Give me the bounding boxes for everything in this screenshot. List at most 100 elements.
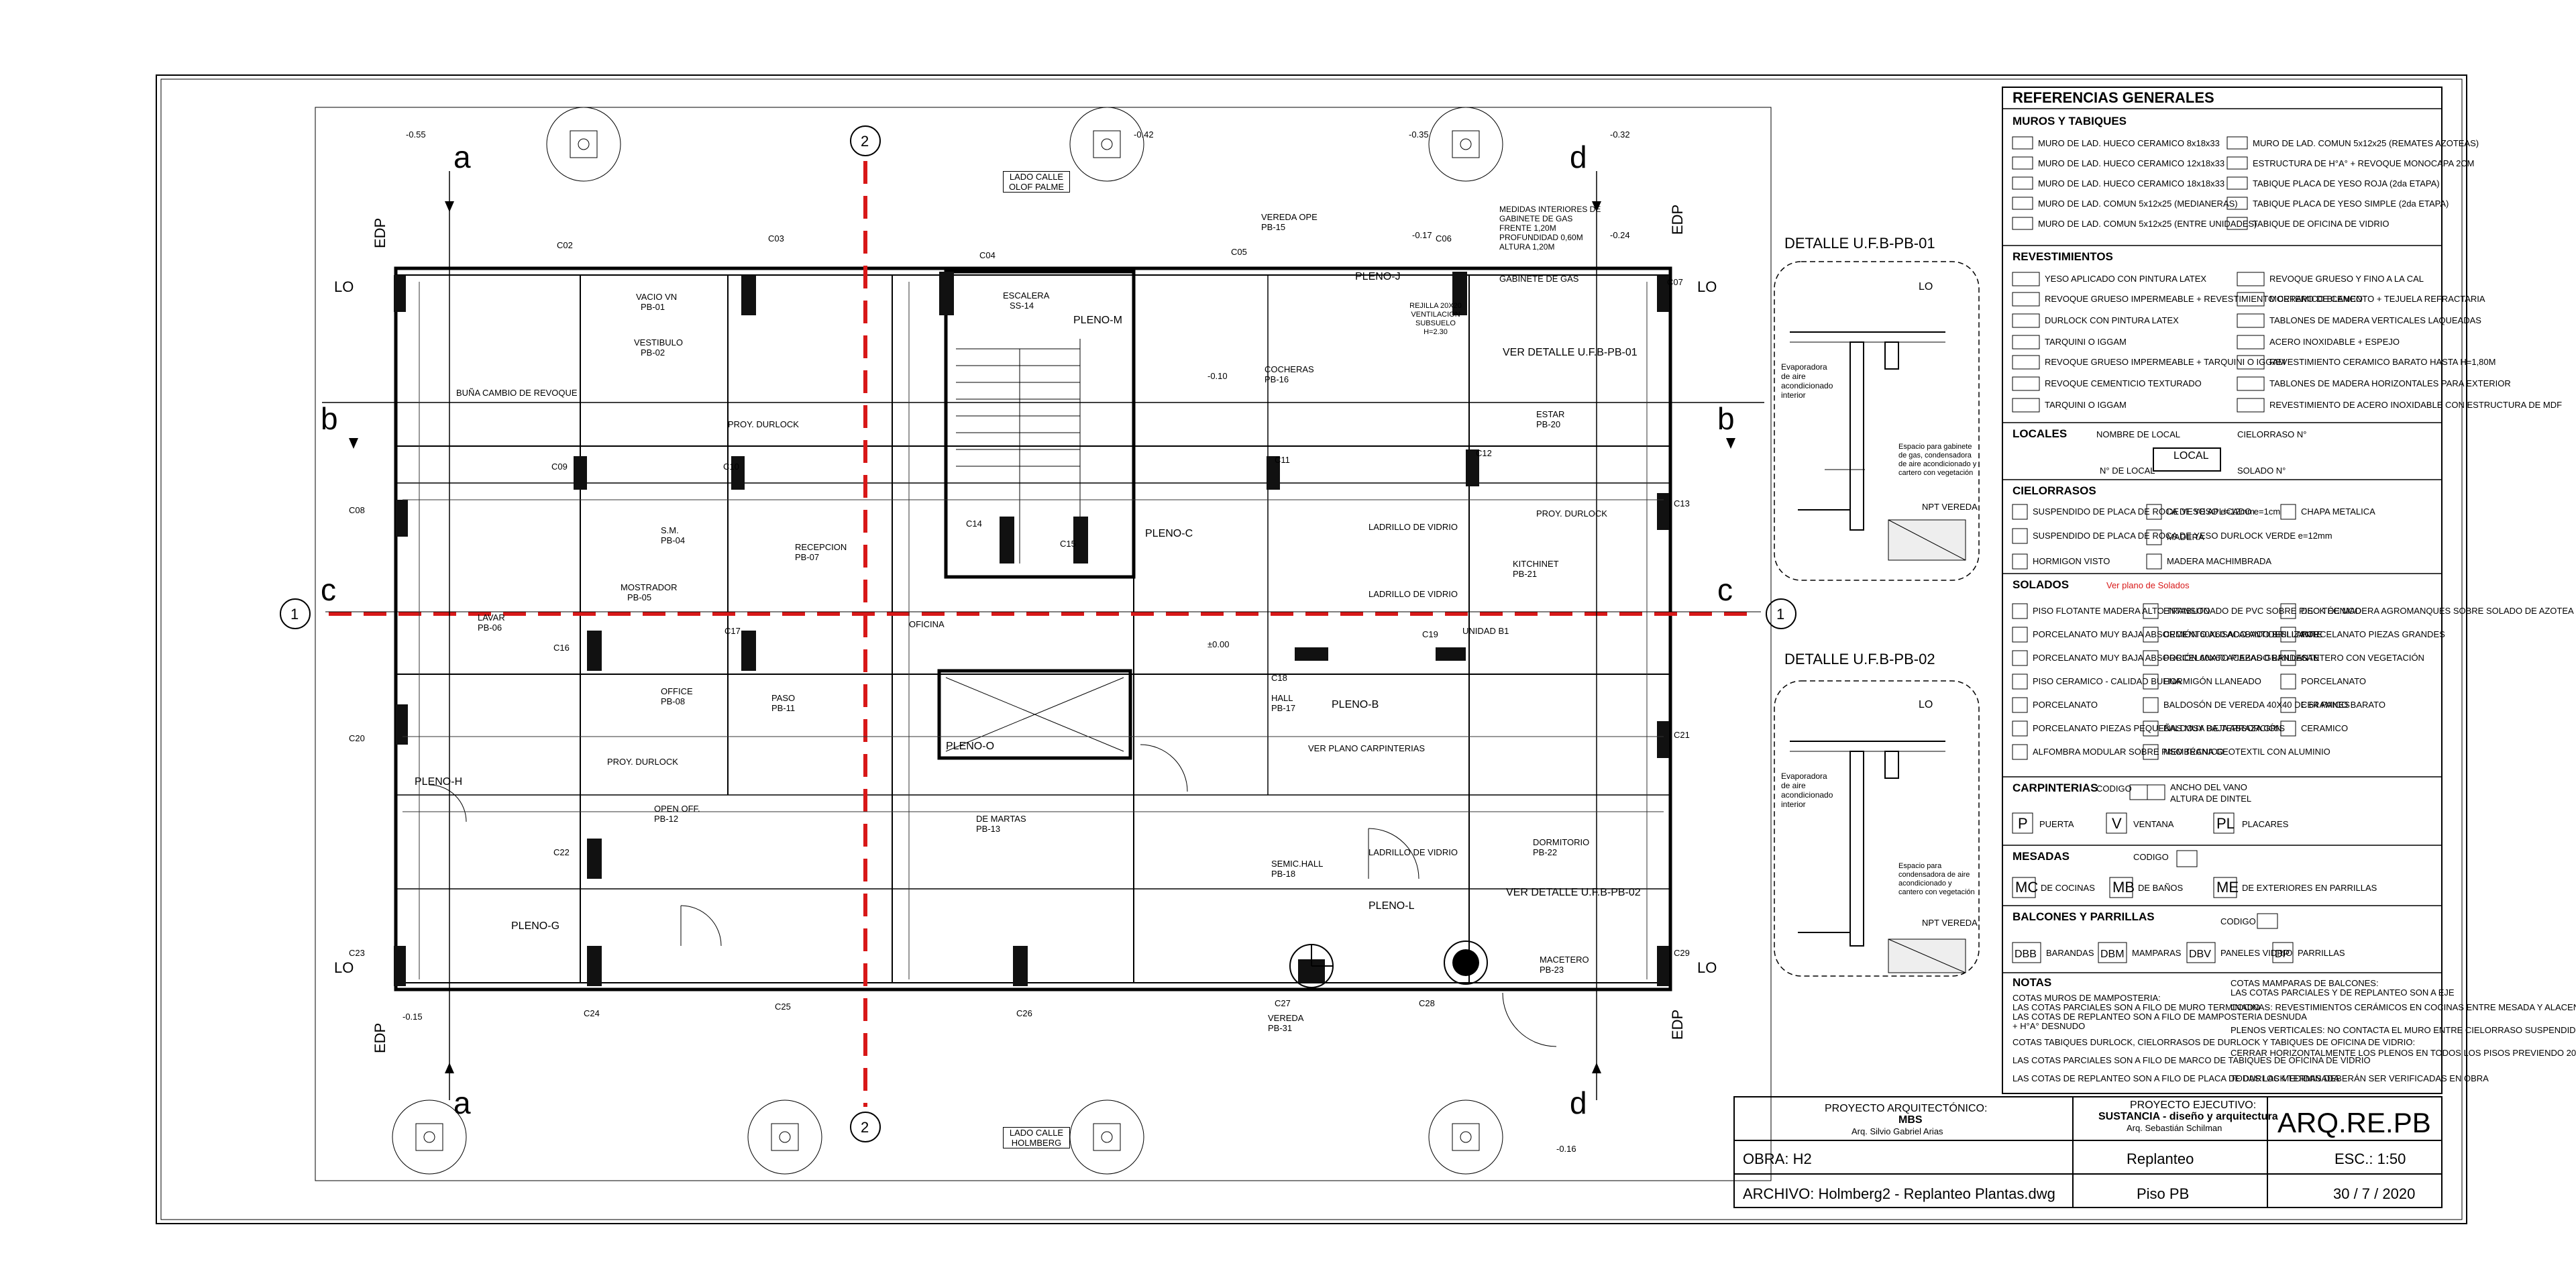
muros-item: MURO DE LAD. COMUN 5x12x25 (MEDIANERAS): [2038, 199, 2238, 209]
floor-field: Piso PB: [2137, 1185, 2189, 1202]
room-name: VESTIBULO: [634, 337, 683, 347]
level-1: -0.42: [1134, 129, 1154, 140]
column-label: C28: [1419, 998, 1435, 1008]
room-code: PB-31: [1268, 1023, 1292, 1033]
grid-letter-d-top: d: [1570, 140, 1587, 174]
locales-cielorraso: CIELORRASO N°: [2237, 429, 2306, 439]
column-label: C13: [1674, 498, 1690, 508]
room-code: PB-12: [654, 814, 678, 824]
ladrillo-vidrio-note: LADRILLO DE VIDRIO: [1368, 847, 1458, 857]
level-4: -0.17: [1412, 230, 1432, 240]
column-label: C24: [584, 1008, 600, 1018]
solados-item: ENTABLONADO DE PVC SOBRE PISO TÉCNICO: [2163, 606, 2361, 616]
column-label: C20: [349, 733, 365, 743]
locales-nombre: NOMBRE DE LOCAL: [2096, 429, 2180, 439]
room-code: PB-02: [641, 347, 665, 358]
subject-field: Replanteo: [2127, 1150, 2194, 1167]
room-code: PB-07: [795, 552, 819, 562]
revestimientos-heading: REVESTIMIENTOS: [2012, 250, 2113, 263]
pleno-tag: PLENO-J: [1355, 271, 1401, 282]
pleno-tag: PLENO-G: [511, 920, 559, 932]
balcones-code: DP: [2275, 949, 2290, 960]
room-name: ESCALERA: [1003, 290, 1050, 301]
column-label: C11: [1275, 455, 1290, 465]
building-perimeter: [394, 266, 1672, 991]
grid-letter-c-right: c: [1717, 572, 1733, 607]
solados-item: PORCELANATO PIEZAS PEQUEÑAS MUY BAJA ABS…: [2033, 723, 2282, 733]
notas-right: COTAS MAMPARAS DE BALCONES: LAS COTAS PA…: [2231, 978, 2576, 1083]
revestimientos-item: TABLONES DE MADERA HORIZONTALES PARA EXT…: [2269, 378, 2511, 388]
cielorrasos-item: DE YESO APLICADO e=1cm: [2167, 506, 2280, 517]
room-name: KITCHINET: [1513, 559, 1559, 569]
nota-line: LAS COTAS PARCIALES SON A FILO DE MURO T…: [2012, 1002, 2260, 1012]
solados-heading: SOLADOS: [2012, 578, 2069, 591]
room-name: PASO: [771, 693, 795, 703]
mesadas-label: DE EXTERIORES EN PARRILLAS: [2242, 883, 2377, 893]
detail-02-espacio: Espacio para condensadora de aire acondi…: [1898, 862, 1975, 896]
mesadas-code: MB: [2112, 879, 2135, 896]
mesadas-label: DE BAÑOS: [2138, 883, 2184, 893]
solados-swatches: [2012, 603, 2296, 760]
unidad-tag: UNIDAD B1: [1462, 626, 1509, 636]
street-label-top: LADO CALLE OLOF PALME: [1003, 171, 1070, 193]
room-code: PB-21: [1513, 569, 1537, 579]
nota-line: COTAS MAMPARAS DE BALCONES:: [2231, 978, 2379, 988]
level-5: -0.24: [1610, 230, 1630, 240]
muros-item: MURO DE LAD. HUECO CERAMICO 8x18x33: [2038, 138, 2220, 148]
legend-frame: [2002, 87, 2443, 1094]
detail-01-evaporadora-box: Evaporadora de aire acondicionado interi…: [1781, 362, 1833, 400]
muros-item: TABIQUE PLACA DE YESO ROJA (2da ETAPA): [2253, 178, 2440, 189]
column-label: C07: [1667, 277, 1683, 287]
nota-line: COCINAS: REVESTIMIENTOS CERÁMICOS EN COC…: [2231, 1002, 2576, 1012]
axis-1-left-bubble: [280, 598, 311, 629]
column-label: C18: [1271, 673, 1287, 683]
street-label-top-box: LADO CALLE OLOF PALME: [1003, 171, 1070, 193]
sheet-frame: [156, 74, 2467, 1224]
street-label-bottom-box: LADO CALLE HOLMBERG: [1003, 1127, 1070, 1148]
level-0: -0.55: [406, 129, 426, 140]
detail-01-lo: LO: [1919, 281, 1933, 292]
room-tags: VACIO VN PB-01 VESTIBULO PB-02 S.M. PB-0…: [478, 212, 1589, 1033]
nota-line: COTAS MUROS DE MAMPOSTERIA:: [2012, 993, 2161, 1003]
pleno-tag: PLENO-B: [1332, 699, 1379, 710]
axis-1-left-label: 1: [290, 606, 299, 623]
revestimientos-item: MORTERO DE CEMENTO + TEJUELA REFRACTARIA: [2269, 294, 2485, 304]
nota-line: LAS COTAS DE REPLANTEO SON A FILO DE PLA…: [2012, 1073, 2339, 1083]
sheet-code: ARQ.RE.PB: [2277, 1107, 2431, 1138]
balcones-code: DBV: [2189, 949, 2211, 960]
muros-item: ESTRUCTURA DE H°A° + REVOQUE MONOCAPA 2C…: [2253, 158, 2475, 168]
grid-letter-b-left: b: [321, 401, 338, 436]
floor-plan: [280, 107, 1796, 1181]
obra-field: OBRA: H2: [1743, 1150, 1812, 1167]
dimension-lines: [402, 282, 1664, 979]
cielorrasos-heading: CIELORRASOS: [2012, 484, 2096, 497]
prov-durlock-note: PROY. DURLOCK: [728, 419, 799, 429]
column-label: C02: [557, 240, 573, 250]
balcones-code: DBB: [2015, 949, 2037, 960]
cielorrasos-item: MADERA MACHIMBRADA: [2167, 556, 2271, 566]
room-name: S.M.: [661, 525, 679, 535]
edp-label-bottom-right: EDP: [1669, 1010, 1686, 1040]
room-code: PB-06: [478, 623, 502, 633]
revestimientos-item: DURLOCK CON PINTURA LATEX: [2045, 315, 2179, 325]
grid-letter-b-right: b: [1717, 401, 1735, 436]
detail-01-espacio-box: Espacio para gabinete de gas, condensado…: [1898, 443, 1976, 477]
solados-item: PORCELANATO MUY BAJA ABSORCIÓN 60X60 ACA…: [2033, 629, 2320, 639]
solados-item: CANTERO CON VEGETACIÓN: [2301, 653, 2424, 663]
solados-items: PISO FLOTANTE MADERA ALTO TRANSITO PORCE…: [2033, 606, 2574, 757]
balcones-codigo: CODIGO: [2220, 916, 2256, 926]
detail-02-evaporadora: Evaporadora de aire acondicionado interi…: [1781, 771, 1833, 809]
room-code: PB-13: [976, 824, 1000, 834]
cielorrasos-item: HORMIGON VISTO: [2033, 556, 2110, 566]
arq-firm: MBS: [1898, 1114, 1923, 1126]
ladrillo-vidrio-note: LADRILLO DE VIDRIO: [1368, 522, 1458, 532]
detail-01-title: DETALLE U.F.B-PB-01: [1784, 235, 1935, 252]
solados-item: PISO FLOTANTE MADERA ALTO TRANSITO: [2033, 606, 2210, 616]
grid-letter-a-top: a: [453, 140, 471, 174]
street-label-bottom: LADO CALLE HOLMBERG: [1003, 1127, 1070, 1148]
room-name: DORMITORIO: [1533, 837, 1589, 847]
solados-item: PORCELANATO PIEZAS GRANDES: [2301, 629, 2445, 639]
column-label: C16: [553, 643, 570, 653]
axis-1-right-label: 1: [1776, 606, 1784, 623]
stair-treads: [956, 339, 1081, 564]
